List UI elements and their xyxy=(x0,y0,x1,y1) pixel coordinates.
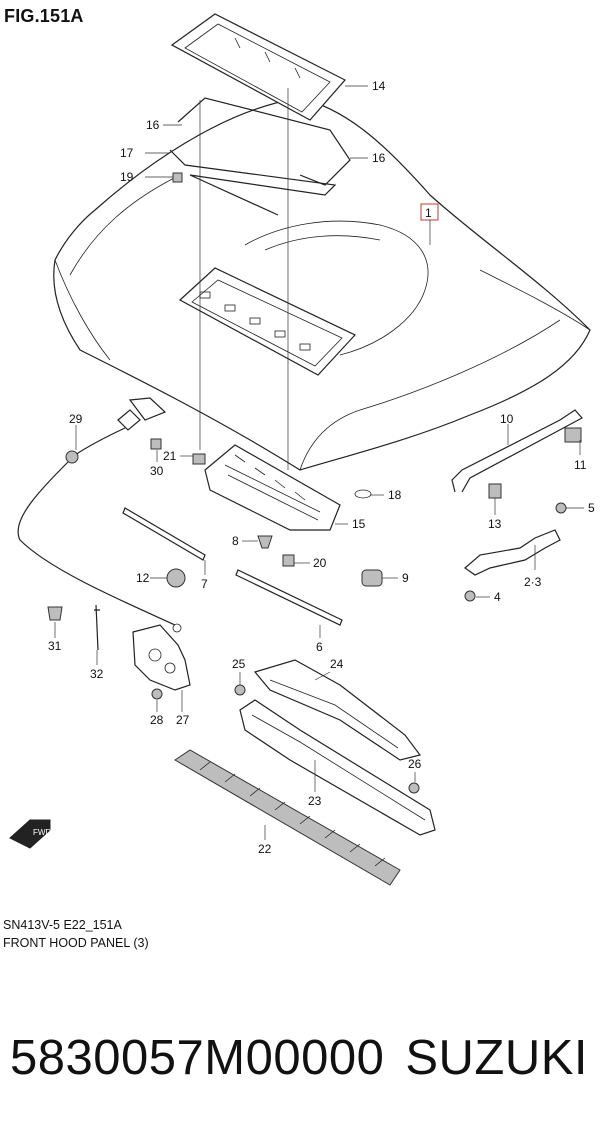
bolt-26 xyxy=(408,782,420,794)
callout-27: 27 xyxy=(176,713,190,727)
callout-19: 19 xyxy=(120,170,134,184)
callout-25: 25 xyxy=(232,657,246,671)
hood-parts-diagram: FWD 1 2·3 4 5 6 7 8 9 10 11 12 13 14 15 … xyxy=(9,13,595,886)
callout-17: 17 xyxy=(120,146,134,160)
rod-32 xyxy=(94,604,100,651)
lock-support-lower xyxy=(239,699,436,836)
cushion-9 xyxy=(361,569,383,587)
callout-13: 13 xyxy=(488,517,502,531)
callout-22: 22 xyxy=(258,842,272,856)
callout-26: 26 xyxy=(408,757,422,771)
callout-16-right: 16 xyxy=(372,151,386,165)
figure-name: FRONT HOOD PANEL (3) xyxy=(3,936,149,950)
callout-1: 1 xyxy=(425,206,432,220)
callout-6: 6 xyxy=(316,640,323,654)
clamp-31 xyxy=(47,606,63,621)
scoop-cover xyxy=(170,13,346,121)
weatherstrip-6 xyxy=(235,569,343,626)
holder-11 xyxy=(564,427,582,443)
callout-10: 10 xyxy=(500,412,514,426)
callout-4: 4 xyxy=(494,590,501,604)
callout-30: 30 xyxy=(150,464,164,478)
cushion-12 xyxy=(166,568,186,588)
bolt-5 xyxy=(555,502,567,514)
callout-32: 32 xyxy=(90,667,104,681)
lock-support-upper xyxy=(253,659,422,761)
forward-arrow-icon: FWD xyxy=(9,819,51,849)
callout-5: 5 xyxy=(588,501,595,515)
callout-18: 18 xyxy=(388,488,402,502)
callout-11: 11 xyxy=(574,458,587,472)
callout-16-left: 16 xyxy=(146,118,160,132)
callout-31: 31 xyxy=(48,639,62,653)
callout-29: 29 xyxy=(69,412,83,426)
callout-12: 12 xyxy=(136,571,150,585)
figure-code: SN413V-5 E22_151A xyxy=(3,918,122,932)
fwd-label: FWD xyxy=(33,828,51,837)
callout-7: 7 xyxy=(201,577,208,591)
weatherstrip-7 xyxy=(122,507,206,561)
figure-title: FIG.151A xyxy=(4,6,84,26)
callout-24: 24 xyxy=(330,657,344,671)
callout-23: 23 xyxy=(308,794,322,808)
callout-14: 14 xyxy=(372,79,386,93)
callout-8: 8 xyxy=(232,534,239,548)
release-cable xyxy=(17,397,182,633)
clip-13 xyxy=(488,483,502,499)
plug-18 xyxy=(354,489,372,499)
bolt-25 xyxy=(234,684,246,696)
front-baffle xyxy=(174,749,401,886)
hood-stay-rod xyxy=(451,409,583,493)
callout-box-1 xyxy=(420,203,439,221)
footer: 5830057M00000 SUZUKI xyxy=(0,1030,600,1090)
hood-lock xyxy=(132,624,191,691)
stay-bracket xyxy=(464,529,561,576)
callout-15: 15 xyxy=(352,517,366,531)
clip-20 xyxy=(282,554,295,567)
seal-upper xyxy=(177,97,351,186)
callout-9: 9 xyxy=(402,571,409,585)
callout-2-3: 2·3 xyxy=(524,575,542,589)
grommet-8 xyxy=(257,535,273,549)
part-number: 5830057M00000 xyxy=(10,1031,385,1085)
seal-lower xyxy=(169,149,337,216)
air-duct xyxy=(204,444,341,531)
callout-21: 21 xyxy=(163,449,177,463)
hood-panel xyxy=(53,97,591,471)
callout-28: 28 xyxy=(150,713,164,727)
bolt-4 xyxy=(464,590,476,602)
clip-19 xyxy=(172,172,183,183)
brand-name: SUZUKI xyxy=(405,1031,588,1085)
callout-20: 20 xyxy=(313,556,327,570)
bolt-28 xyxy=(151,688,163,700)
clip-21 xyxy=(192,453,206,465)
